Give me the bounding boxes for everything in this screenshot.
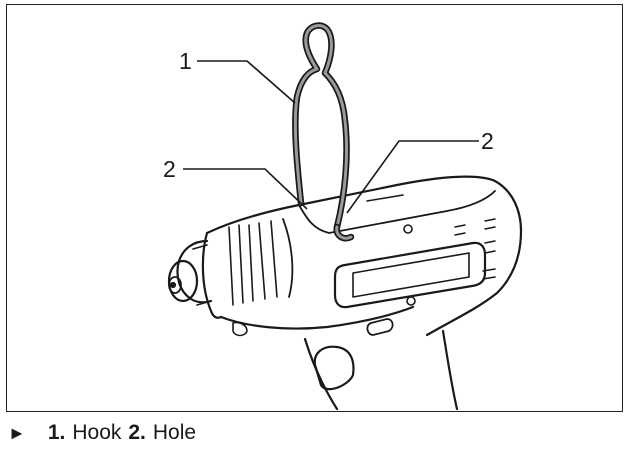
leader-lines — [183, 60, 479, 214]
power-tool-illustration — [167, 175, 523, 411]
leader-line-2-left — [183, 168, 308, 210]
caption-item-label: Hole — [152, 421, 197, 444]
callout-2-right: 2 — [481, 128, 494, 154]
leader-line-1 — [197, 60, 296, 104]
callout-1: 1 — [179, 48, 192, 74]
caption-marker-icon: ► — [8, 422, 26, 443]
caption-item-number: 2. — [128, 421, 146, 444]
caption-item-label: Hook — [72, 421, 122, 444]
figure-caption: ► 1. Hook 2. Hole — [6, 419, 196, 447]
caption-item-number: 1. — [47, 421, 66, 444]
figure-illustration: 1 2 2 — [163, 22, 523, 411]
hook-icon — [292, 22, 355, 242]
callout-2-left: 2 — [163, 156, 176, 182]
leader-line-2-right — [346, 140, 479, 214]
figure-frame: 1 2 2 — [6, 4, 623, 412]
